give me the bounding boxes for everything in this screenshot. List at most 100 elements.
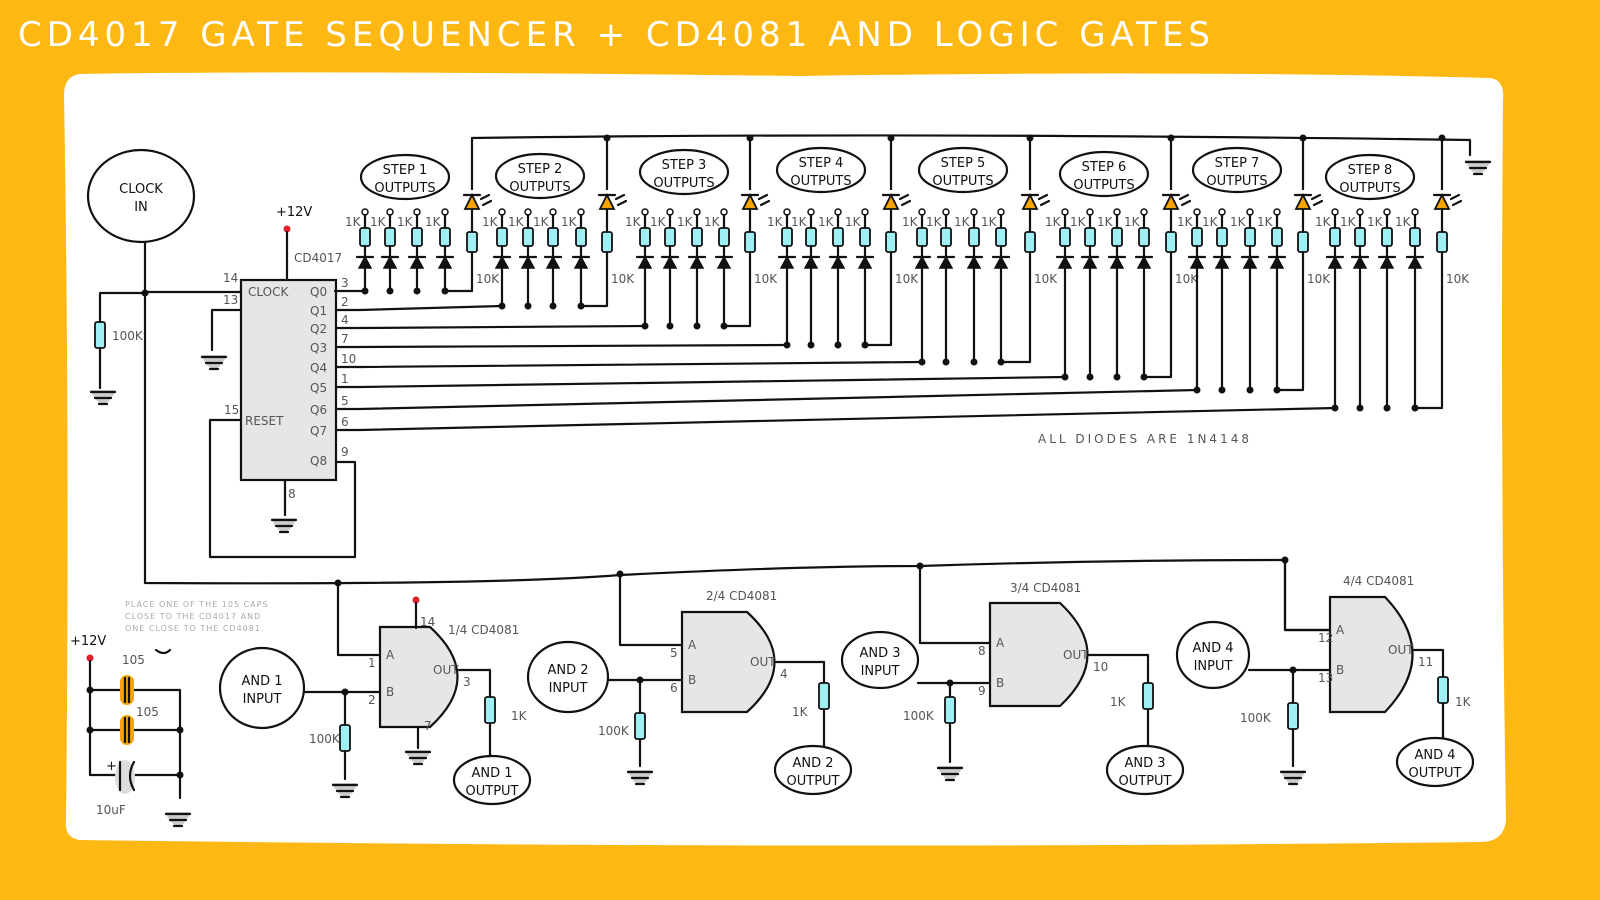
led-resistor	[1024, 231, 1036, 253]
step-4-outputs-bubble-line1: STEP 4	[799, 156, 844, 171]
junction-dot	[1299, 134, 1307, 142]
diode-icon	[573, 255, 589, 269]
resistor-label-1k: 1K	[561, 215, 578, 229]
gate-pin-number: 2	[368, 693, 376, 707]
pin-number: 4	[341, 313, 349, 327]
resistor-label-1k: 1K	[625, 215, 642, 229]
pulldown-label: 100K	[309, 732, 341, 746]
step-8-outputs-bubble-line1: STEP 8	[1348, 163, 1393, 178]
diode-icon	[1136, 255, 1152, 269]
resistor-label-1k: 1K	[482, 215, 499, 229]
resistor-label-1k: 1K	[767, 215, 784, 229]
wire	[123, 676, 131, 704]
diode-icon	[520, 255, 536, 269]
step-2-outputs-bubble	[494, 152, 586, 200]
junction-dot	[549, 302, 557, 310]
resistor-label-1k: 1K	[845, 215, 862, 229]
and-2-output-bubble-line1: AND 2	[792, 756, 833, 771]
wire	[918, 564, 992, 645]
step-output-resistor	[1216, 227, 1228, 247]
gate-pin-a: A	[386, 648, 395, 662]
step-output-resistor	[496, 227, 508, 247]
diode-icon	[716, 255, 732, 269]
output-q0: Q0	[310, 285, 327, 299]
step-output-resistor	[805, 227, 817, 247]
resistor-label-10k: 10K	[754, 272, 778, 286]
gate-pin-number: 3	[463, 675, 471, 689]
output-resistor	[1142, 682, 1154, 710]
resistor-label-1k: 1K	[425, 215, 442, 229]
step-6-outputs-bubble	[1058, 150, 1150, 198]
gate-pin-a: A	[1336, 623, 1345, 637]
ground-icon	[331, 783, 359, 799]
step-4-outputs-bubble	[775, 146, 867, 194]
diode-icon	[1407, 255, 1423, 269]
diode-icon	[1214, 255, 1230, 269]
wire	[1412, 648, 1445, 742]
gate-pin-out: OUT	[1063, 648, 1089, 662]
output-resistor	[1437, 676, 1449, 704]
led-icon	[1162, 192, 1180, 210]
resistor-label-10k: 10K	[895, 272, 919, 286]
resistor-label-1k: 1K	[926, 215, 943, 229]
step-4-bus	[334, 343, 789, 349]
and-2-input-bubble	[526, 640, 610, 714]
diode-icon	[857, 255, 873, 269]
diode-icon	[437, 255, 453, 269]
gate-pin-b: B	[386, 685, 394, 699]
clock-in-bubble-line2: IN	[134, 200, 148, 215]
diode-icon	[993, 255, 1009, 269]
junction-dot	[386, 287, 394, 295]
and-3-output-bubble-line2: OUTPUT	[1119, 774, 1172, 789]
clock-pulldown-label: 100K	[112, 329, 144, 343]
output-resistor	[484, 696, 496, 724]
step-output-resistor	[832, 227, 844, 247]
step-output-resistor	[1329, 227, 1341, 247]
junction-dot	[413, 287, 421, 295]
junction-dot	[1086, 373, 1094, 381]
junction-dot	[176, 726, 184, 734]
step-output-resistor	[384, 227, 396, 247]
junction-dot	[1383, 404, 1391, 412]
junction-dot	[524, 302, 532, 310]
led-icon	[1021, 192, 1039, 210]
pin-number: 5	[341, 394, 349, 408]
resistor-label-1k: 1K	[1315, 215, 1332, 229]
resistor-label-1k: 1K	[677, 215, 694, 229]
pin-8: 8	[288, 487, 296, 501]
step-output-resistor	[1409, 227, 1421, 247]
led-icon	[598, 192, 616, 210]
resistor-label-1k: 1K	[704, 215, 721, 229]
gate-pin-b: B	[1336, 663, 1344, 677]
and-1-input-bubble	[218, 646, 306, 730]
resistor-label-1k: 1K	[818, 215, 835, 229]
and-4-input-bubble-line2: INPUT	[1194, 659, 1233, 674]
resistor-label-1k: 1K	[1340, 215, 1357, 229]
step-output-resistor	[781, 227, 793, 247]
output-q5: Q5	[310, 381, 327, 395]
step-5-outputs-bubble	[917, 146, 1009, 194]
gate-supply-terminal	[412, 596, 420, 604]
wire	[457, 668, 492, 760]
and-1-output-bubble-line1: AND 1	[471, 766, 512, 781]
step-output-resistor	[995, 227, 1007, 247]
output-resistor-label: 1K	[1110, 695, 1127, 709]
diode-icon	[689, 255, 705, 269]
step-6-outputs-bubble-line2: OUTPUTS	[1073, 178, 1134, 193]
step-output-resistor	[940, 227, 952, 247]
step-output-resistor	[1138, 227, 1150, 247]
wire	[999, 136, 1032, 364]
resistor-label-1k: 1K	[1045, 215, 1062, 229]
gate-pin-b: B	[996, 676, 1004, 690]
gate-1-label: 1/4 CD4081	[448, 623, 519, 637]
gate-pin-out: OUT	[750, 655, 776, 669]
ceramic-cap-1	[120, 675, 134, 705]
wire	[118, 760, 136, 792]
resistor-label-1k: 1K	[1177, 215, 1194, 229]
junction-dot	[603, 134, 611, 142]
junction-dot	[887, 134, 895, 142]
and-3-input-bubble-line1: AND 3	[859, 646, 900, 661]
gate-pin-a: A	[688, 638, 697, 652]
